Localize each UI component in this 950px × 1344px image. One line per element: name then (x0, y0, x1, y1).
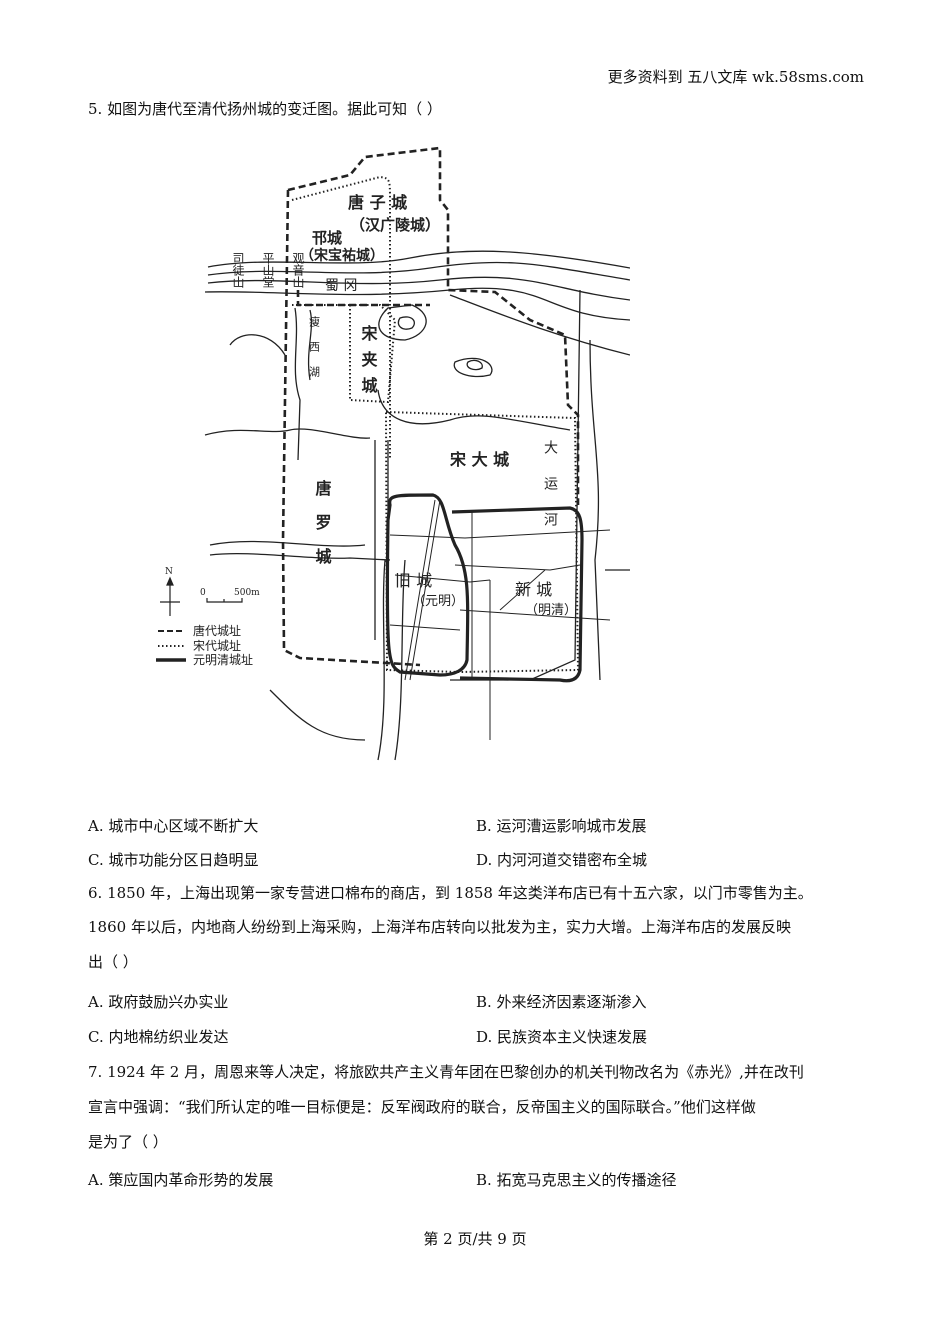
q6-option-c[interactable]: C. 内地棉纺织业发达 (88, 1028, 229, 1046)
question-6-stem-line: 6. 1850 年，上海出现第一家专营进口棉布的商店，到 1858 年这类洋布店… (88, 884, 813, 902)
label-situ: 司徒山 (231, 252, 245, 288)
q5-option-a[interactable]: A. 城市中心区域不断扩大 (88, 817, 259, 835)
label-tangluo: 唐罗城 (313, 479, 332, 582)
legend-tang: 唐代城址 (193, 623, 241, 638)
question-6-stem-line: 1860 年以后，内地商人纷纷到上海采购，上海洋布店转向以批发为主，实力大增。上… (88, 918, 791, 936)
label-yuanming: （元明） (412, 594, 464, 609)
label-canal: 大运河 (542, 440, 558, 548)
question-7-stem-line: 宣言中强调：“我们所认定的唯一目标便是：反军阀政府的联合，反帝国主义的国际联合。… (88, 1098, 756, 1116)
q6-option-b[interactable]: B. 外来经济因素逐渐渗入 (476, 993, 647, 1011)
song-city-wall (291, 175, 580, 674)
q7-option-a[interactable]: A. 策应国内革命形势的发展 (88, 1171, 274, 1189)
label-songda: 宋 大 城 (449, 450, 509, 469)
legend-song: 宋代城址 (193, 638, 241, 653)
scale-bar (206, 598, 243, 603)
label-jiucheng: 旧 城 (395, 571, 432, 590)
label-baoyou: （宋宝祐城） (300, 247, 384, 264)
q7-option-b[interactable]: B. 拓宽马克思主义的传播途径 (476, 1171, 677, 1189)
q6-option-a[interactable]: A. 政府鼓励兴办实业 (88, 993, 229, 1011)
yuan-ming-qing-city-wall (385, 493, 584, 683)
source-header: 更多资料到 五八文库 wk.58sms.com (607, 68, 864, 86)
question-5-stem: 5. 如图为唐代至清代扬州城的变迁图。据此可知（ ） (88, 100, 442, 118)
page-footer: 第 2 页/共 9 页 (423, 1230, 527, 1248)
q5-option-d[interactable]: D. 内河河道交错密布全城 (476, 851, 648, 869)
label-shugang: 蜀 冈 (325, 278, 357, 294)
north-label: N (165, 567, 173, 577)
legend-ymq: 元明清城址 (193, 653, 253, 667)
question-7-stem-line: 7. 1924 年 2 月，周恩来等人决定，将旅欧共产主义青年团在巴黎创办的机关… (88, 1063, 804, 1081)
label-xincheng: 新 城 (515, 580, 552, 599)
question-7-stem-line: 是为了（ ） (88, 1133, 168, 1151)
label-guangling: （汉广陵城） (350, 216, 440, 234)
yangzhou-city-map: 唐 子 城 （汉广陵城） 邗城 （宋宝祐城） 蜀 冈 大运河 司徒山 平山堂 观… (156, 146, 630, 761)
question-6-stem-line: 出（ ） (88, 953, 138, 971)
label-shouxihu: 瘦西湖 (308, 315, 321, 391)
q5-option-c[interactable]: C. 城市功能分区日趋明显 (88, 851, 259, 869)
q6-option-d[interactable]: D. 民族资本主义快速发展 (476, 1028, 648, 1046)
tang-city-wall (281, 146, 580, 667)
streets (389, 499, 611, 740)
label-songjia: 宋夹城 (359, 324, 379, 403)
scale-zero: 0 (200, 588, 206, 598)
label-pingshan: 平山堂 (261, 252, 275, 288)
label-tangzi: 唐 子 城 (348, 193, 407, 212)
compass-icon (160, 576, 180, 616)
map-labels: 唐 子 城 （汉广陵城） 邗城 （宋宝祐城） 蜀 冈 大运河 司徒山 平山堂 观… (165, 193, 577, 667)
label-guanyin: 观音山 (291, 252, 305, 288)
scale-length: 500m (234, 588, 260, 598)
label-yicheng: 邗城 (312, 229, 342, 247)
q5-option-b[interactable]: B. 运河漕运影响城市发展 (476, 817, 647, 835)
label-mingqing: （明清） (525, 603, 577, 618)
terrain-lines (204, 250, 630, 761)
